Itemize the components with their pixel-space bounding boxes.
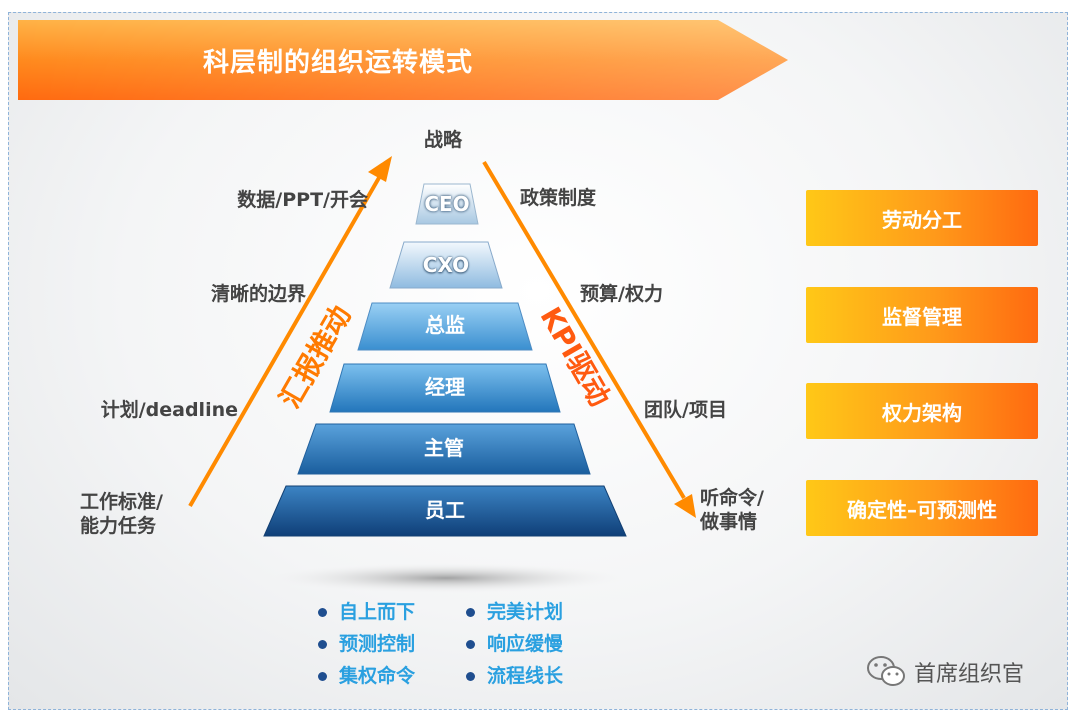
left-arrow-head	[368, 156, 392, 182]
side-box-certainty: 确定性–可预测性	[806, 480, 1038, 536]
bullet-item: 预测控制	[318, 630, 466, 658]
brand-name: 首席组织官	[914, 662, 1025, 687]
bullet-dot-icon	[318, 607, 327, 617]
bullet-dot-icon	[318, 639, 327, 649]
pyramid-shadow	[256, 562, 636, 594]
diagram-frame	[8, 12, 1068, 710]
tier-staff-label: 员工	[425, 498, 465, 522]
left-label-plan: 计划/deadline	[100, 399, 238, 421]
right-label-team: 团队/项目	[644, 399, 727, 421]
apex-label: 战略	[424, 129, 463, 151]
side-box-division-of-labor: 劳动分工	[806, 190, 1038, 246]
tier-cxo-shape	[389, 241, 503, 289]
wechat-icon	[867, 656, 905, 686]
tier-manager-label: 经理	[425, 375, 465, 399]
right-label-command-1: 听命令/	[700, 487, 764, 509]
left-label-data: 数据/PPT/开会	[237, 189, 368, 211]
bullet-item: 流程线长	[466, 662, 614, 690]
tier-manager-shape	[329, 363, 561, 413]
tier-supervisor-label: 主管	[424, 436, 464, 460]
tier-director-label: 总监	[425, 313, 465, 337]
left-label-boundary: 清晰的边界	[210, 283, 306, 305]
side-box-supervision: 监督管理	[806, 287, 1038, 343]
right-label-command-2: 做事情	[700, 511, 758, 533]
tier-ceo-label: CEO	[424, 192, 470, 216]
tier-cxo-label: CXO	[422, 253, 470, 277]
bullet-dot-icon	[318, 671, 327, 681]
bullet-item: 集权命令	[318, 662, 466, 690]
title-banner: 科层制的组织运转模式	[18, 20, 788, 100]
bullet-dot-icon	[466, 671, 475, 681]
left-label-standard-1: 工作标准/	[80, 491, 163, 513]
right-label-policy: 政策制度	[520, 187, 597, 209]
bullet-dot-icon	[466, 607, 475, 617]
left-label-standard-2: 能力任务	[80, 515, 157, 537]
tier-supervisor-shape	[297, 423, 591, 475]
tier-staff-shape	[263, 485, 627, 537]
bullet-item: 完美计划	[466, 598, 614, 626]
right-arrow-line	[482, 160, 686, 500]
banner-arrow-shape	[18, 20, 788, 100]
bullet-item: 自上而下	[318, 598, 466, 626]
tier-ceo-shape	[415, 183, 479, 225]
tier-director-shape	[357, 302, 533, 351]
right-arrow-head	[674, 494, 696, 518]
right-label-budget: 预算/权力	[580, 283, 663, 305]
left-arrow-line	[188, 175, 382, 507]
bullet-dot-icon	[466, 639, 475, 649]
page-title: 科层制的组织运转模式	[202, 47, 473, 78]
bullet-item: 响应缓慢	[466, 630, 614, 658]
side-box-power-structure: 权力架构	[806, 383, 1038, 439]
characteristics-list: 自上而下 完美计划 预测控制 响应缓慢 集权命令 流程线长	[318, 598, 618, 690]
brand-watermark: 首席组织官	[866, 652, 1024, 692]
